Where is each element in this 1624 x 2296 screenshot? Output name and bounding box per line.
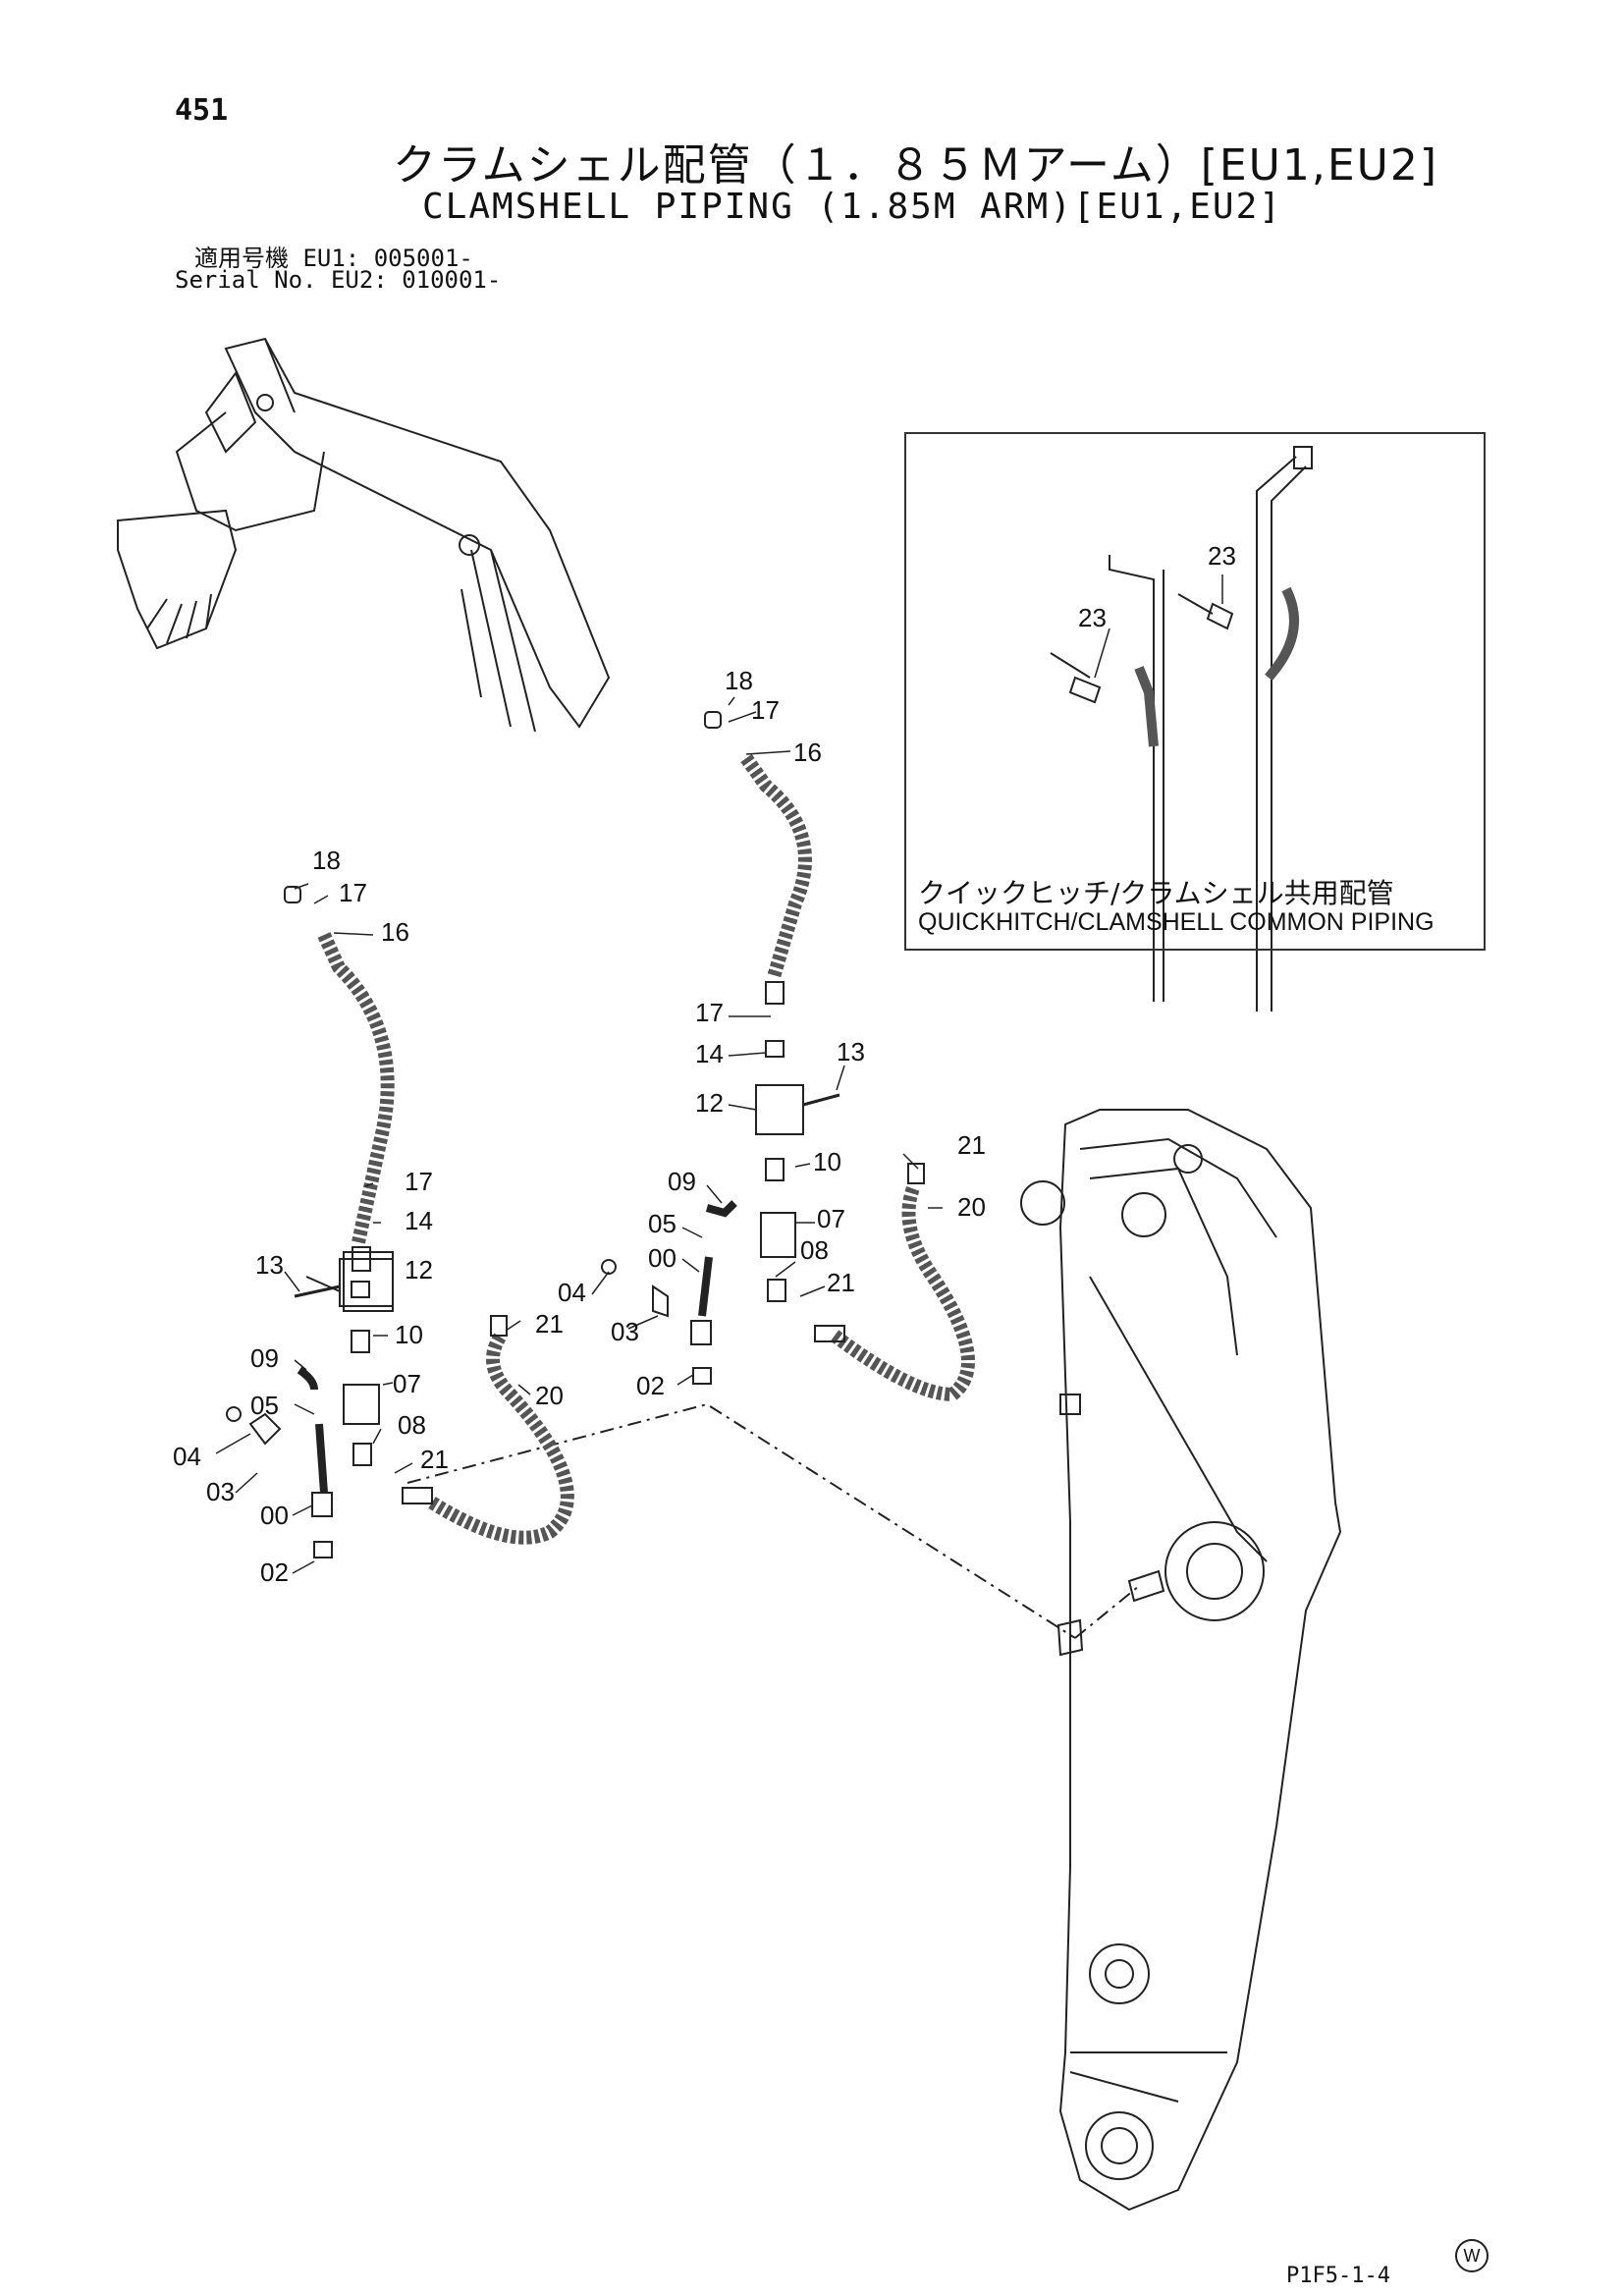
- inset-callouts: 23 23: [1078, 541, 1236, 632]
- callout-17: 17: [405, 1167, 433, 1196]
- callout-17: 17: [339, 878, 367, 907]
- callout-12: 12: [695, 1088, 724, 1118]
- callout-16: 16: [793, 738, 822, 767]
- right-hose-group: [601, 711, 975, 1402]
- title-english: CLAMSHELL PIPING (1.85M ARM)[EU1,EU2]: [422, 187, 1282, 227]
- callout-21: 21: [420, 1445, 449, 1474]
- callout-16: 16: [381, 917, 409, 947]
- callout-04: 04: [558, 1278, 586, 1307]
- callout-14: 14: [405, 1206, 433, 1235]
- callout-10: 10: [395, 1320, 423, 1349]
- callout-13: 13: [837, 1037, 865, 1066]
- callout-17: 17: [751, 695, 780, 725]
- arm-structure: [1020, 1109, 1342, 2212]
- callout-20: 20: [535, 1381, 564, 1410]
- callout-07: 07: [393, 1369, 421, 1398]
- callout-00: 00: [260, 1501, 289, 1530]
- callout-23: 23: [1078, 603, 1107, 632]
- callout-03: 03: [206, 1477, 235, 1506]
- callout-21: 21: [957, 1130, 986, 1160]
- callout-02: 02: [260, 1558, 289, 1587]
- callout-08: 08: [398, 1410, 426, 1440]
- left-hose-group: [226, 886, 574, 1558]
- left-callouts: 18 17 16 17 14 13 12 10 09 07 05 08 21 0…: [173, 846, 564, 1587]
- callout-18: 18: [725, 666, 753, 695]
- excavator-thumbnail: [117, 337, 611, 733]
- callout-05: 05: [250, 1391, 279, 1420]
- callout-13: 13: [255, 1250, 284, 1280]
- inset-caption-japanese: クイックヒッチ/クラムシェル共用配管: [918, 877, 1394, 909]
- callout-00: 00: [648, 1243, 677, 1273]
- callout-20: 20: [957, 1192, 986, 1222]
- serial-line-eu1: 適用号機 EU1: 005001-: [194, 245, 473, 272]
- inset-caption-english: QUICKHITCH/CLAMSHELL COMMON PIPING: [918, 908, 1435, 936]
- callout-21: 21: [827, 1268, 855, 1297]
- variant-mark-icon: W: [1455, 2239, 1489, 2272]
- callout-12: 12: [405, 1255, 433, 1285]
- callout-09: 09: [668, 1167, 696, 1196]
- callout-08: 08: [800, 1235, 829, 1265]
- figure-code: P1F5-1-4: [1286, 2264, 1390, 2288]
- callout-02: 02: [636, 1371, 665, 1400]
- inset-drawing: [1050, 446, 1313, 1011]
- callout-04: 04: [173, 1442, 201, 1471]
- callout-07: 07: [817, 1204, 845, 1233]
- callout-05: 05: [648, 1209, 677, 1238]
- serial-line-eu2: Serial No. EU2: 010001-: [175, 266, 502, 294]
- callout-09: 09: [250, 1343, 279, 1373]
- title-japanese: クラムシェル配管（１．８５Ｍアーム）[EU1,EU2]: [393, 140, 1439, 191]
- right-callouts: 18 17 16 17 14 13 12 10 09 07 05 00 08 2…: [558, 666, 986, 1400]
- callout-03: 03: [611, 1317, 639, 1346]
- callout-23: 23: [1208, 541, 1236, 571]
- page-number: 451: [175, 93, 229, 128]
- callout-18: 18: [312, 846, 341, 875]
- callout-21: 21: [535, 1309, 564, 1339]
- callout-17: 17: [695, 998, 724, 1027]
- callout-14: 14: [695, 1039, 724, 1068]
- callout-10: 10: [813, 1147, 841, 1176]
- inset-panel: [904, 432, 1486, 951]
